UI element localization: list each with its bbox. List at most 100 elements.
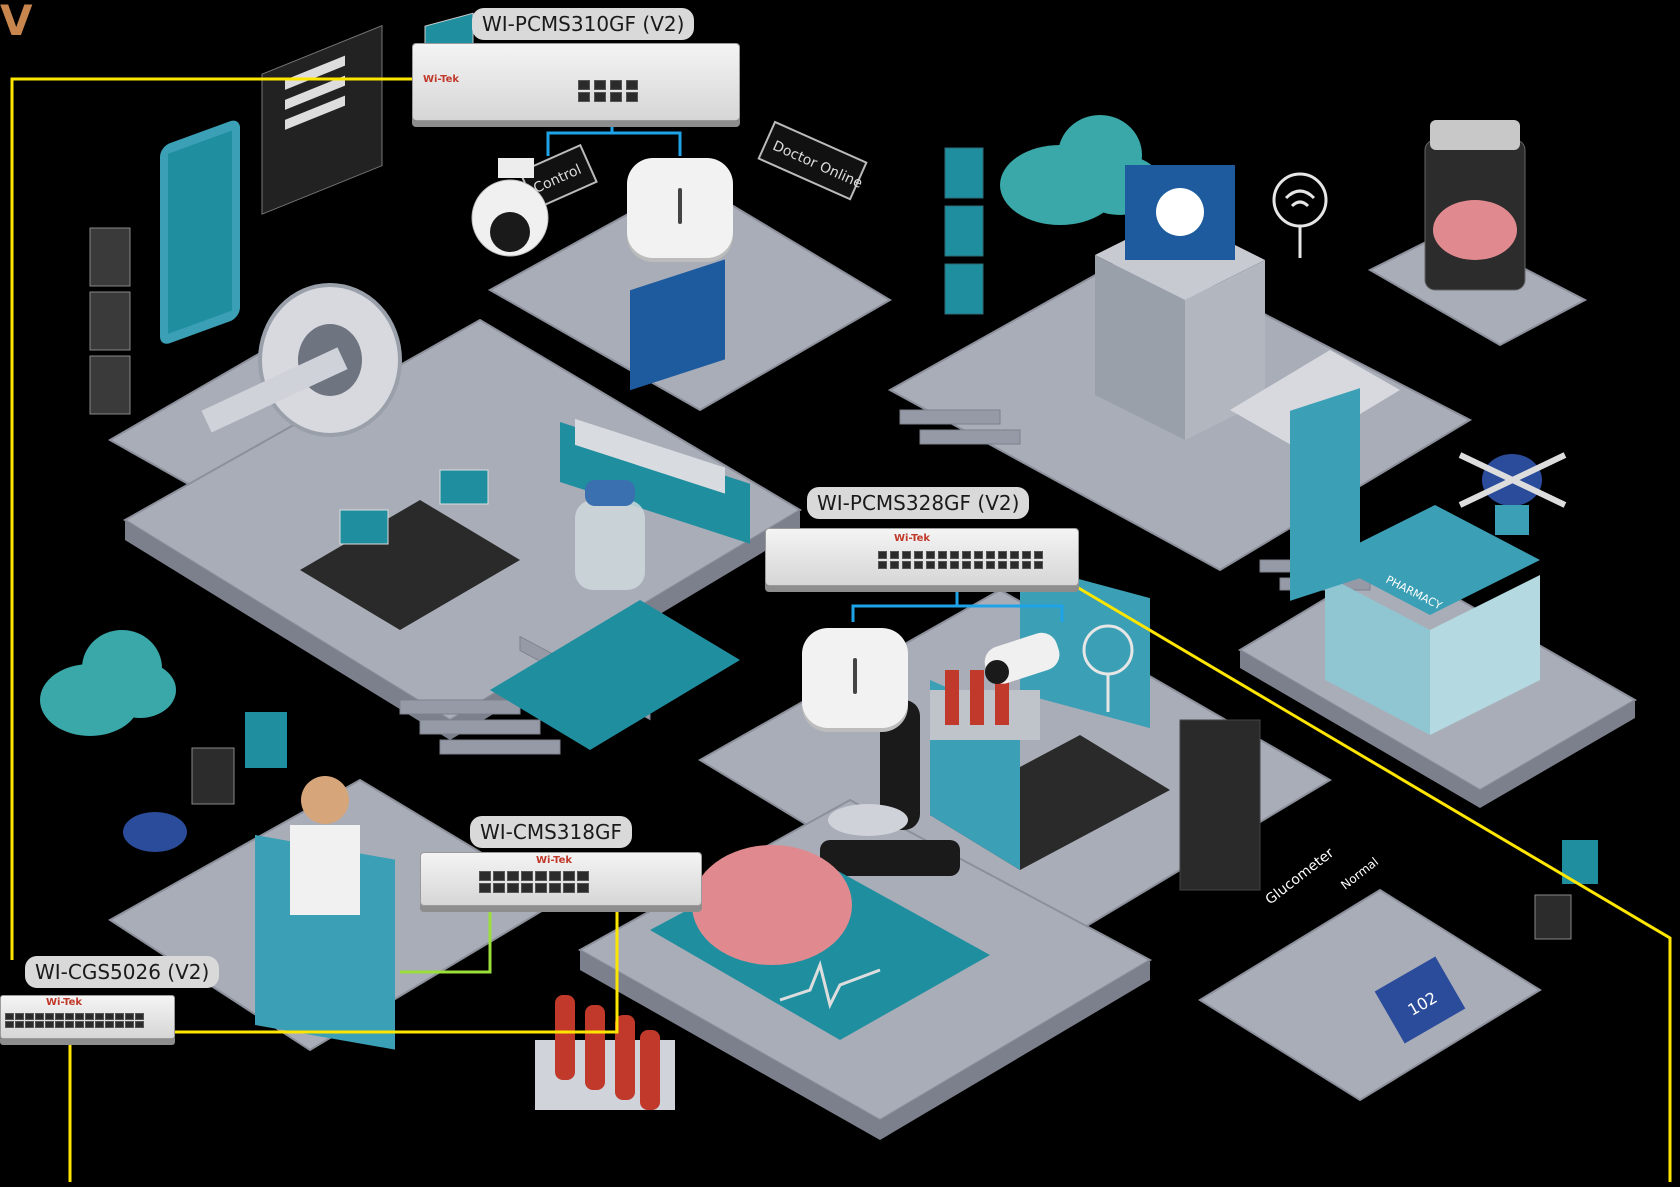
- port[interactable]: [535, 883, 547, 893]
- port[interactable]: [986, 551, 995, 559]
- port[interactable]: [902, 551, 911, 559]
- device-label-sw4: WI-CGS5026 (V2): [25, 956, 220, 988]
- port[interactable]: [926, 561, 935, 569]
- access-point-ward[interactable]: [627, 158, 733, 258]
- port[interactable]: [75, 1021, 84, 1028]
- port[interactable]: [479, 871, 491, 881]
- port[interactable]: [535, 871, 547, 881]
- port[interactable]: [563, 883, 575, 893]
- drone: [1458, 452, 1567, 535]
- port[interactable]: [563, 871, 575, 881]
- switch-cgs5026[interactable]: Wi-Tek: [0, 995, 175, 1039]
- port[interactable]: [626, 92, 638, 102]
- port[interactable]: [135, 1021, 144, 1028]
- port[interactable]: [610, 92, 622, 102]
- uplink-sw1-to-core: [10, 77, 413, 960]
- switch-cms318gf[interactable]: Wi-Tek: [420, 852, 702, 906]
- port[interactable]: [75, 1013, 84, 1020]
- port[interactable]: [577, 871, 589, 881]
- port[interactable]: [926, 551, 935, 559]
- port[interactable]: [35, 1013, 44, 1020]
- microscope-stage: [828, 804, 908, 836]
- port[interactable]: [45, 1021, 54, 1028]
- port[interactable]: [578, 80, 590, 90]
- device-label-sw3: WI-CMS318GF: [470, 816, 632, 848]
- port[interactable]: [938, 561, 947, 569]
- tube: [945, 670, 959, 725]
- switch-pcms328gf[interactable]: Wi-Tek: [765, 528, 1079, 586]
- port[interactable]: [135, 1013, 144, 1020]
- switch-brand: Wi-Tek: [423, 74, 460, 85]
- port[interactable]: [974, 551, 983, 559]
- port[interactable]: [578, 92, 590, 102]
- port[interactable]: [962, 561, 971, 569]
- port[interactable]: [577, 883, 589, 893]
- port[interactable]: [55, 1013, 64, 1020]
- port[interactable]: [493, 883, 505, 893]
- port[interactable]: [15, 1013, 24, 1020]
- port[interactable]: [974, 561, 983, 569]
- port[interactable]: [45, 1013, 54, 1020]
- port[interactable]: [594, 80, 606, 90]
- xray-line: [285, 55, 345, 90]
- port[interactable]: [65, 1021, 74, 1028]
- test-tube-rack-top: [930, 670, 1040, 740]
- port[interactable]: [25, 1013, 34, 1020]
- port[interactable]: [15, 1021, 24, 1028]
- port[interactable]: [1010, 551, 1019, 559]
- port[interactable]: [521, 871, 533, 881]
- port[interactable]: [1010, 561, 1019, 569]
- port[interactable]: [914, 551, 923, 559]
- port[interactable]: [1034, 551, 1043, 559]
- port[interactable]: [55, 1021, 64, 1028]
- port[interactable]: [626, 80, 638, 90]
- port[interactable]: [594, 92, 606, 102]
- port[interactable]: [105, 1013, 114, 1020]
- port[interactable]: [902, 561, 911, 569]
- port[interactable]: [998, 551, 1007, 559]
- port[interactable]: [35, 1021, 44, 1028]
- port[interactable]: [95, 1021, 104, 1028]
- port[interactable]: [1022, 561, 1031, 569]
- switch-pcms310gf[interactable]: Wi-Tek: [412, 43, 740, 121]
- port[interactable]: [549, 871, 561, 881]
- ap-status-led: [853, 658, 857, 694]
- port[interactable]: [938, 551, 947, 559]
- port[interactable]: [914, 561, 923, 569]
- port[interactable]: [950, 551, 959, 559]
- port[interactable]: [610, 80, 622, 90]
- port[interactable]: [878, 551, 887, 559]
- port[interactable]: [125, 1021, 134, 1028]
- port[interactable]: [105, 1021, 114, 1028]
- port[interactable]: [998, 561, 1007, 569]
- port[interactable]: [479, 883, 491, 893]
- camera-mount: [498, 158, 534, 178]
- port[interactable]: [85, 1021, 94, 1028]
- port[interactable]: [986, 561, 995, 569]
- port[interactable]: [950, 561, 959, 569]
- port[interactable]: [25, 1021, 34, 1028]
- port[interactable]: [507, 871, 519, 881]
- port[interactable]: [115, 1021, 124, 1028]
- port[interactable]: [962, 551, 971, 559]
- port[interactable]: [95, 1013, 104, 1020]
- port[interactable]: [507, 883, 519, 893]
- port[interactable]: [878, 561, 887, 569]
- uplink-core-to-sw3: [170, 897, 619, 1034]
- cross-icon-tile-left: [245, 712, 287, 768]
- port[interactable]: [5, 1021, 14, 1028]
- port[interactable]: [115, 1013, 124, 1020]
- port[interactable]: [5, 1013, 14, 1020]
- port[interactable]: [125, 1013, 134, 1020]
- port[interactable]: [890, 561, 899, 569]
- port[interactable]: [65, 1013, 74, 1020]
- port[interactable]: [549, 883, 561, 893]
- bullet-camera: [984, 632, 1060, 684]
- port[interactable]: [493, 871, 505, 881]
- port[interactable]: [521, 883, 533, 893]
- port[interactable]: [890, 551, 899, 559]
- port[interactable]: [1034, 561, 1043, 569]
- port[interactable]: [85, 1013, 94, 1020]
- port[interactable]: [1022, 551, 1031, 559]
- access-point-lab[interactable]: [802, 628, 908, 728]
